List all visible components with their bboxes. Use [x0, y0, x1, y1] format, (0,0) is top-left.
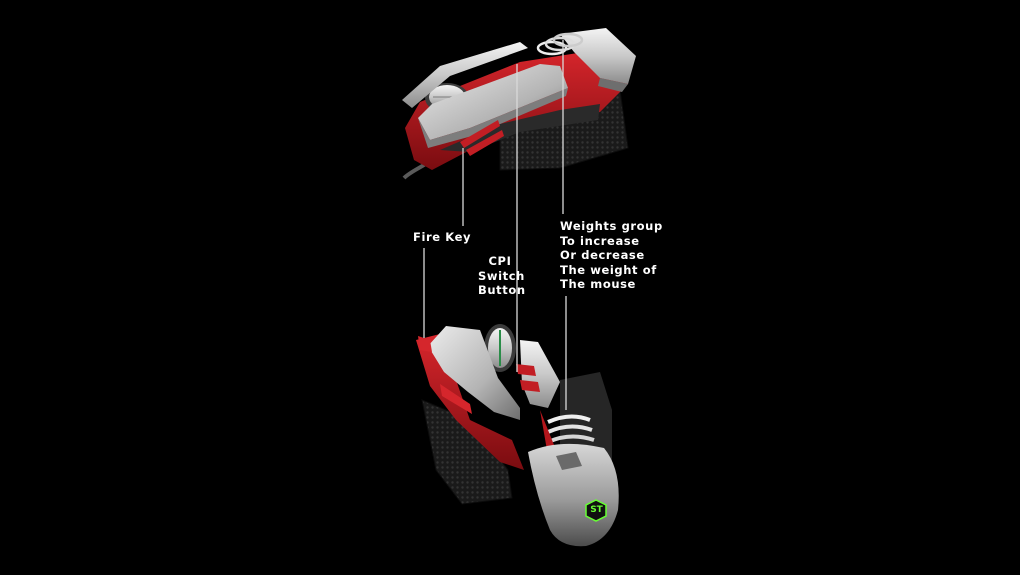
callout-lines — [423, 40, 567, 410]
mouse-side-view — [402, 28, 636, 180]
cpi-switch-button-label: CPI Switch Button — [478, 254, 526, 297]
logo-badge — [585, 499, 607, 522]
fire-key-label: Fire Key — [413, 230, 472, 244]
weight-rings-top — [536, 32, 584, 56]
logo-text: ST — [590, 505, 603, 515]
weights-group-label: Weights group To increase Or decrease Th… — [560, 219, 663, 291]
mouse-angled-view — [416, 324, 619, 547]
